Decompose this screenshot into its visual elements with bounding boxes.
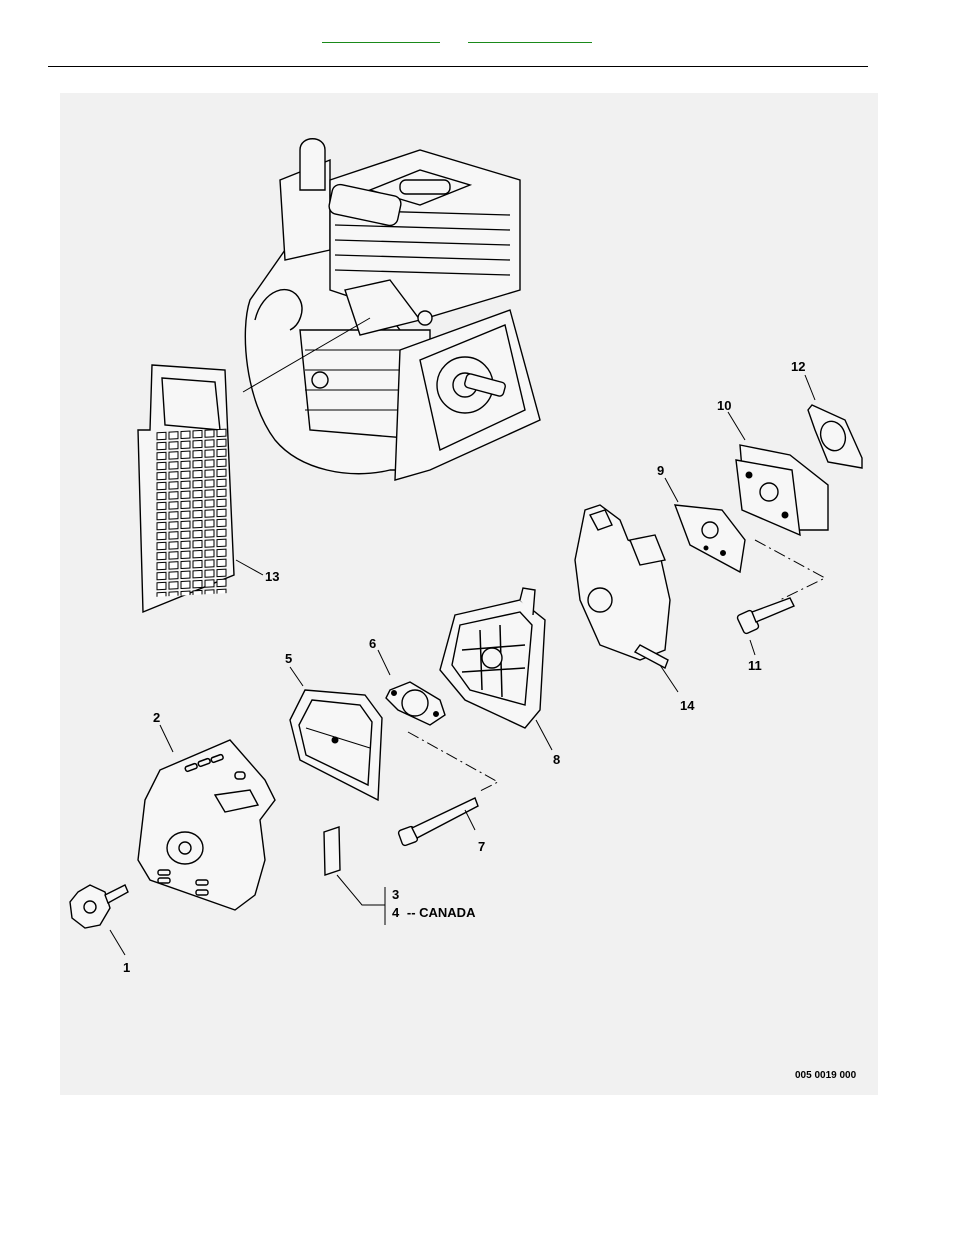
- air-cleaner-cover-icon: [138, 725, 275, 910]
- decal-icon: [324, 827, 385, 925]
- callout-12: 12: [791, 359, 805, 374]
- callout-9: 9: [657, 463, 664, 478]
- callout-4: 4 -- CANADA: [392, 905, 476, 920]
- engine-icon: [243, 139, 540, 480]
- callout-7: 7: [478, 839, 485, 854]
- carburetor-icon: [575, 505, 678, 692]
- callout-8: 8: [553, 752, 560, 767]
- callout-14: 14: [680, 698, 695, 713]
- gasket-icon-12: [805, 375, 862, 468]
- insulator-icon: [728, 412, 828, 535]
- callout-4-suffix: -- CANADA: [407, 905, 476, 920]
- knob-icon: [70, 885, 128, 955]
- long-screw-icon: [398, 798, 478, 846]
- callout-2: 2: [153, 710, 160, 725]
- callout-10: 10: [717, 398, 731, 413]
- heat-shield-icon: [138, 365, 263, 612]
- callout-5: 5: [285, 651, 292, 666]
- air-cleaner-case-icon: [440, 588, 552, 750]
- bolt-icon: [737, 598, 794, 655]
- callout-3: 3: [392, 887, 399, 902]
- drawing-number: 005 0019 000: [795, 1070, 857, 1081]
- air-filter-icon: [290, 667, 382, 800]
- callout-1: 1: [123, 960, 130, 975]
- callout-13: 13: [265, 569, 279, 584]
- callout-6: 6: [369, 636, 376, 651]
- callout-4-id: 4: [392, 905, 400, 920]
- callout-11: 11: [748, 658, 762, 673]
